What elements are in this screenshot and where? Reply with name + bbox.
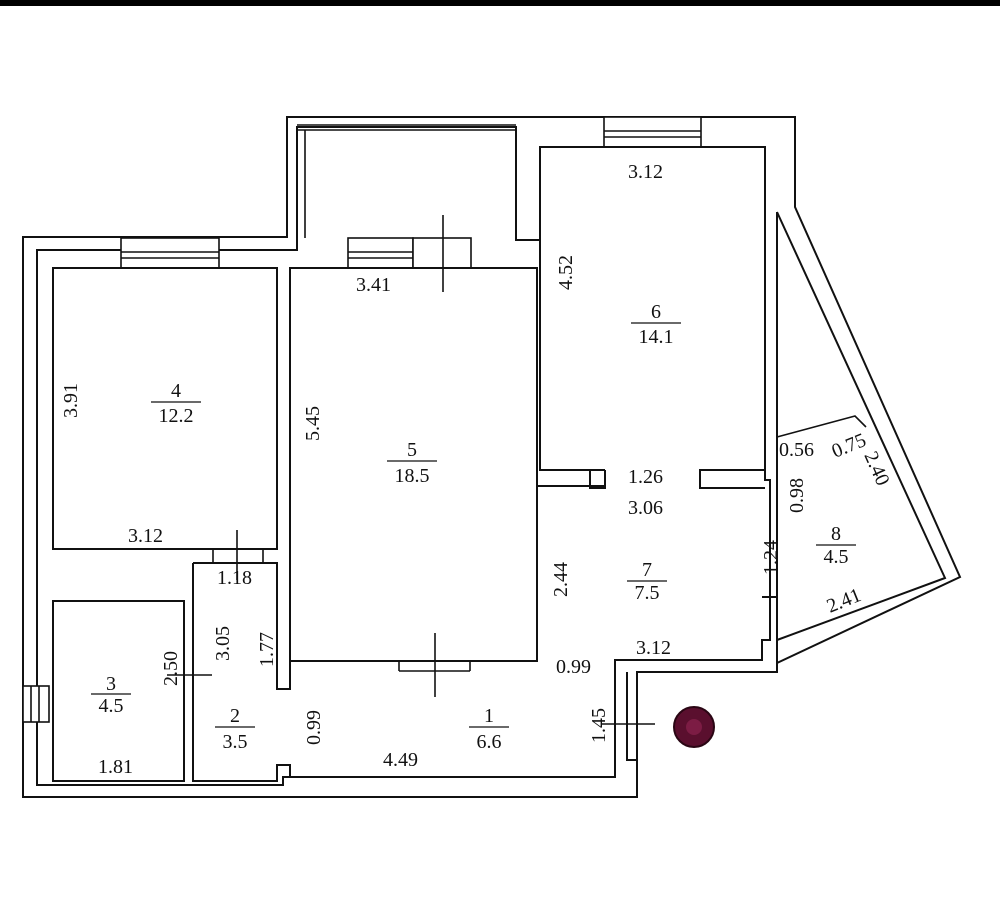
- entrance-door: [614, 660, 637, 761]
- svg-text:14.1: 14.1: [639, 326, 674, 348]
- dimension-label: 1.18: [217, 567, 252, 589]
- balcony-door: [412, 237, 472, 269]
- dimension-label: 3.41: [356, 274, 391, 296]
- dimension-label: 0.99: [303, 710, 325, 745]
- room-label-1: 1 6.6: [469, 705, 509, 753]
- dimension-label: 4.52: [555, 255, 577, 290]
- svg-text:3: 3: [106, 673, 116, 695]
- svg-text:8: 8: [831, 523, 841, 545]
- windows: [22, 116, 702, 723]
- dimension-label: 3.12: [128, 525, 163, 547]
- svg-text:18.5: 18.5: [395, 465, 430, 487]
- rooms-1-2-outline: [192, 485, 606, 782]
- dimension-label: 1.77: [256, 632, 278, 667]
- room-label-7: 7 7.5: [627, 559, 667, 604]
- window-room-3: [22, 685, 50, 723]
- svg-text:12.2: 12.2: [159, 405, 194, 427]
- dimension-label: 3.91: [60, 383, 82, 418]
- dimension-label: 0.98: [786, 478, 808, 513]
- dimension-labels: 3.12 4.52 3.41 3.91 5.45 3.12 1.18 3.05 …: [60, 161, 894, 778]
- dimension-label: 3.05: [212, 626, 234, 661]
- room-label-6: 6 14.1: [631, 301, 681, 348]
- section-markers: [167, 215, 655, 725]
- dimension-label: 5.45: [302, 406, 324, 441]
- room-label-8: 8 4.5: [816, 523, 856, 568]
- svg-text:4.5: 4.5: [99, 695, 124, 717]
- svg-text:4.5: 4.5: [824, 546, 849, 568]
- window-room-6: [603, 116, 702, 148]
- window-room-4: [120, 237, 220, 269]
- room-3-outline: [52, 600, 185, 782]
- dimension-label: 3.12: [628, 161, 663, 183]
- top-border-bar: [0, 0, 1000, 6]
- room-label-3: 3 4.5: [91, 673, 131, 717]
- svg-text:4: 4: [171, 380, 181, 402]
- dimension-label: 2.44: [550, 562, 572, 597]
- room-labels: 4 12.2 5 18.5 6 14.1 7 7.5 8 4.5 3 4.5: [91, 301, 856, 753]
- doorways: [212, 549, 471, 672]
- room-label-5: 5 18.5: [387, 439, 437, 487]
- dimension-label: 2.50: [160, 651, 182, 686]
- room-7-8-partition: [762, 596, 778, 663]
- svg-text:6: 6: [651, 301, 661, 323]
- room-label-4: 4 12.2: [151, 380, 201, 427]
- dimension-label: 1.26: [628, 466, 663, 488]
- dimension-label: 4.49: [383, 749, 418, 771]
- dimension-label: 1.24: [760, 540, 782, 575]
- room-outlines: [52, 146, 867, 782]
- outer-walls: [22, 116, 962, 798]
- dimension-label: 1.81: [98, 756, 133, 778]
- svg-text:2: 2: [230, 705, 240, 727]
- dimension-label: 3.12: [636, 637, 671, 659]
- svg-text:3.5: 3.5: [223, 731, 248, 753]
- dimension-label: 1.45: [588, 708, 610, 743]
- svg-text:7.5: 7.5: [635, 582, 660, 604]
- room-6-outline: [539, 146, 766, 489]
- window-room-5: [347, 237, 414, 269]
- riser-circle-icon: [673, 706, 715, 748]
- svg-text:1: 1: [484, 705, 494, 727]
- svg-text:6.6: 6.6: [477, 731, 502, 753]
- dimension-label: 0.56: [779, 439, 814, 461]
- room-label-2: 2 3.5: [215, 705, 255, 753]
- dimension-label: 3.06: [628, 497, 663, 519]
- dimension-label: 0.99: [556, 656, 591, 678]
- svg-text:7: 7: [642, 559, 652, 581]
- room-4-outline: [52, 267, 278, 550]
- svg-text:5: 5: [407, 439, 417, 461]
- dimension-label: 2.41: [824, 584, 865, 618]
- room-8-niche: [776, 415, 867, 438]
